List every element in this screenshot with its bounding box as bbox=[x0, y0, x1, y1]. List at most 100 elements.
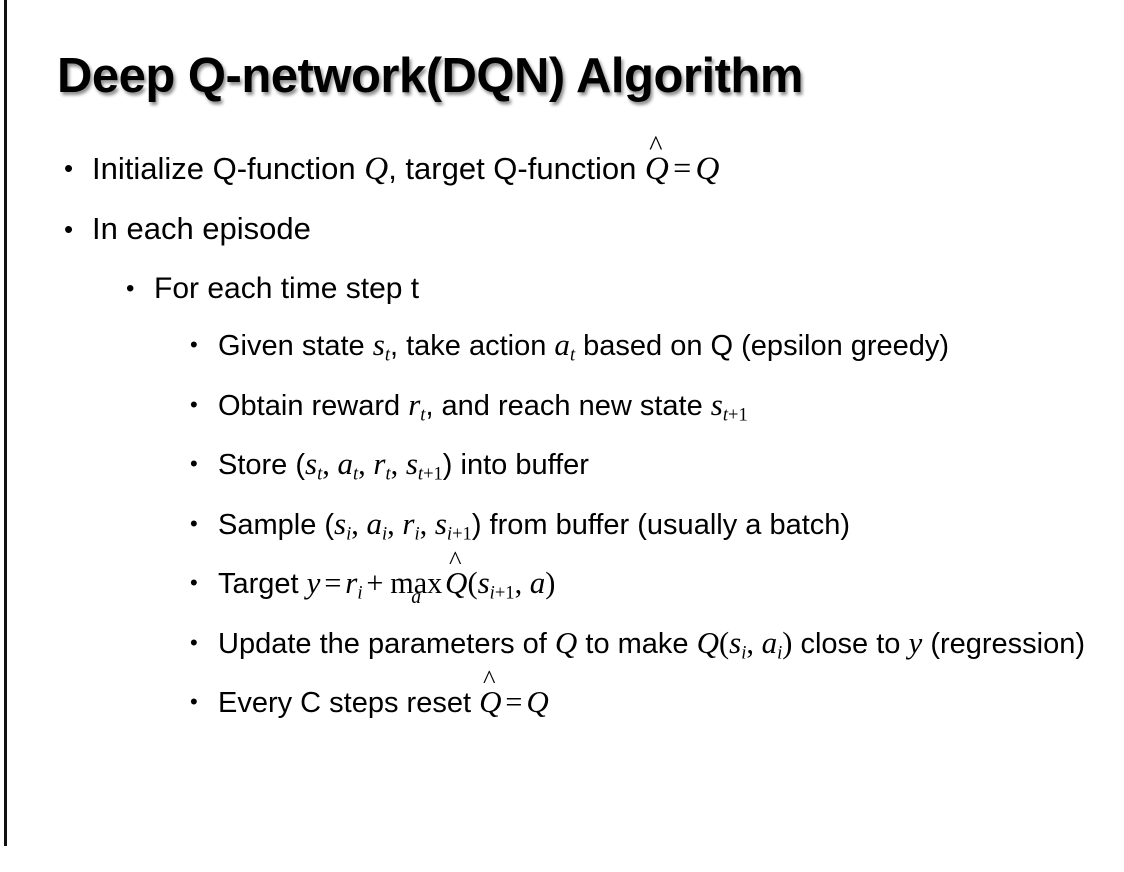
math-subscript: t bbox=[353, 463, 359, 485]
left-edge-rule bbox=[4, 0, 7, 846]
bullet-glyph: • bbox=[64, 214, 74, 244]
text-run: Obtain reward bbox=[218, 389, 409, 422]
subscript-offset: +1 bbox=[728, 404, 748, 426]
math-paren-open: ( bbox=[467, 566, 478, 601]
math-subscript: t bbox=[384, 344, 390, 366]
math-a: a bbox=[366, 505, 383, 541]
text-run: to make bbox=[577, 627, 697, 660]
page-title: Deep Q-network(DQN) Algorithm bbox=[57, 49, 803, 103]
list-item-text: Given state st, take action at based on … bbox=[218, 322, 1118, 378]
text-run: ) from buffer (usually a batch) bbox=[471, 508, 851, 541]
math-equals: = bbox=[673, 150, 692, 186]
bullet-glyph: • bbox=[190, 391, 198, 417]
subscript-var: t bbox=[722, 404, 729, 426]
operator-name: max bbox=[390, 566, 443, 601]
list-item: • Sample (si, ai, ri, si+1) from buffer … bbox=[0, 501, 1124, 557]
list-item-text: Store (st, at, rt, st+1) into buffer bbox=[218, 441, 1118, 497]
math-paren-close: ) bbox=[545, 566, 556, 601]
bullet-glyph: • bbox=[190, 510, 198, 536]
math-subscript: i bbox=[414, 523, 420, 545]
operator-limit: a bbox=[411, 586, 422, 609]
list-item-text: Obtain reward rt, and reach new state st… bbox=[218, 382, 1118, 438]
list-item: • In each episode bbox=[0, 207, 1124, 251]
subscript-offset: +1 bbox=[494, 582, 515, 604]
math-equals: = bbox=[505, 685, 523, 720]
math-s: s bbox=[305, 446, 318, 482]
math-r: r bbox=[408, 386, 421, 422]
bullet-glyph: • bbox=[190, 689, 198, 715]
math-s: s bbox=[434, 505, 447, 541]
text-run: Given state bbox=[218, 330, 373, 362]
math-paren-open: ( bbox=[719, 625, 730, 660]
math-subscript: t bbox=[569, 344, 576, 366]
math-subscript: t+1 bbox=[418, 464, 443, 485]
math-q: Q bbox=[695, 150, 720, 187]
math-q-base: Q bbox=[644, 150, 669, 187]
math-comma: , bbox=[746, 625, 762, 660]
subscript-offset: +1 bbox=[423, 463, 443, 485]
math-subscript: i+1 bbox=[490, 583, 515, 604]
math-q: Q bbox=[526, 684, 549, 720]
math-a: a bbox=[337, 446, 353, 482]
math-a: a bbox=[761, 624, 778, 660]
text-run: , and reach new state bbox=[425, 389, 711, 422]
math-subscript: t bbox=[420, 404, 426, 426]
list-item-text: In each episode bbox=[92, 211, 311, 246]
list-item: • Update the parameters of Q to make Q(s… bbox=[0, 620, 1124, 676]
math-s: s bbox=[710, 386, 723, 422]
math-comma: , bbox=[387, 506, 403, 541]
math-q-base: Q bbox=[479, 684, 502, 720]
list-item-text: Every C steps reset ^Q=Q bbox=[218, 666, 1118, 726]
math-r: r bbox=[373, 446, 386, 482]
math-comma: , bbox=[322, 447, 338, 482]
math-subscript: t+1 bbox=[723, 404, 748, 425]
math-q-hat: ^Q bbox=[479, 666, 502, 726]
text-run: Initialize Q-function bbox=[92, 151, 365, 186]
math-r: r bbox=[402, 505, 415, 541]
list-item: • Every C steps reset ^Q=Q bbox=[0, 666, 1124, 726]
math-q-base: Q bbox=[445, 565, 468, 601]
subscript-var: i bbox=[446, 523, 453, 545]
math-r: r bbox=[345, 565, 358, 601]
math-subscript: i bbox=[382, 523, 388, 545]
math-comma: , bbox=[419, 506, 435, 541]
math-comma: , bbox=[358, 447, 374, 482]
list-item: • For each time step t bbox=[0, 267, 1124, 310]
math-plus: + bbox=[366, 566, 384, 601]
math-equals: = bbox=[324, 566, 342, 601]
text-run: close to bbox=[792, 627, 909, 660]
math-q-hat: ^Q bbox=[644, 132, 669, 191]
text-run: , target Q-function bbox=[388, 151, 645, 186]
math-subscript: i+1 bbox=[447, 523, 472, 544]
list-item-text: Update the parameters of Q to make Q(si,… bbox=[218, 620, 1118, 676]
slide-body: • Initialize Q-function Q, target Q-func… bbox=[0, 132, 1124, 730]
math-subscript: i bbox=[741, 642, 747, 664]
list-item-text: For each time step t bbox=[154, 272, 420, 305]
hat-accent: ^ bbox=[649, 130, 663, 162]
math-s: s bbox=[334, 505, 347, 541]
math-subscript: t bbox=[317, 463, 323, 485]
bullet-glyph: • bbox=[190, 451, 198, 477]
math-s: s bbox=[729, 624, 742, 660]
hat-accent: ^ bbox=[448, 544, 462, 575]
math-comma: , bbox=[351, 506, 367, 541]
list-item: • Store (st, at, rt, st+1) into buffer bbox=[0, 441, 1124, 497]
math-subscript: t bbox=[385, 463, 391, 485]
math-subscript: i bbox=[777, 642, 783, 664]
text-run: Sample ( bbox=[218, 508, 335, 541]
math-a: a bbox=[554, 327, 570, 362]
bullet-glyph: • bbox=[190, 332, 198, 357]
text-run: Store ( bbox=[218, 449, 306, 482]
math-q-hat: ^Q bbox=[445, 547, 468, 607]
text-run: , take action bbox=[389, 330, 555, 362]
math-s: s bbox=[405, 446, 418, 482]
text-run: Update the parameters of bbox=[218, 627, 555, 660]
subscript-var: i bbox=[489, 582, 495, 604]
math-subscript: i bbox=[346, 523, 352, 545]
list-item-text: Initialize Q-function Q, target Q-functi… bbox=[92, 132, 1124, 191]
subscript-var: t bbox=[417, 463, 424, 485]
math-s: s bbox=[372, 327, 385, 362]
